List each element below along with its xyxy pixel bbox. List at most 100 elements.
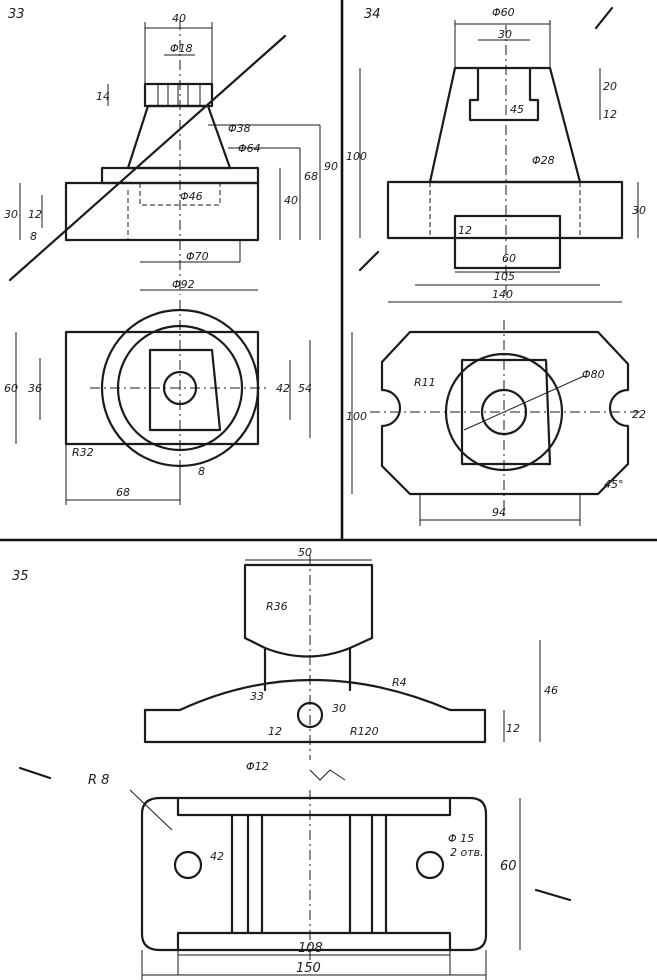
dim-14: 14 [96,90,110,103]
dim-40: 40 [172,12,186,25]
dim-35-150: 150 [296,961,321,976]
dim-34-100t: 100 [346,410,367,423]
inner-bore [139,183,221,206]
octagon-base [380,330,630,496]
dim-35-60: 60 [500,859,517,874]
dim-line-34-t [351,332,581,526]
section-line-33 [8,34,287,282]
dim-35-46: 46 [544,684,558,697]
top-dim-68 [65,444,181,505]
dim-34-45deg: 45° [604,478,624,491]
dim-34-105: 105 [494,270,515,283]
dim-35-r8: R 8 [88,773,109,788]
dim-34-phi60: Φ60 [492,6,515,19]
mark-35a [18,766,52,780]
dim-34-r11: R11 [414,376,436,389]
dim-34-phi80: Φ80 [582,368,605,381]
dim-60: 60 [4,382,18,395]
dim-line-40 [144,22,213,84]
upright-sides [263,646,352,692]
drawing-number-33: 33 [8,7,25,22]
dim-34-30v: 30 [632,204,646,217]
leader-r8 [129,789,173,831]
dim-top-68: 68 [116,486,130,499]
drawing-number-34: 34 [364,7,381,22]
dim-r32: R32 [72,446,94,459]
dim-line-34-top [454,20,551,68]
dim-68: 68 [304,170,318,183]
hub-slots [157,84,201,106]
dim-phi18: Φ18 [170,42,193,55]
dim-35-r36: R36 [266,600,288,613]
drawing-number-35: 35 [12,569,29,584]
dim-90: 90 [324,160,338,173]
upright-outline [243,563,374,640]
saddle-curve [243,636,374,658]
dim-line-left [19,183,43,240]
dim-35-33: 33 [250,690,264,703]
dim-line-35 [245,559,541,742]
dim-phi46: Φ46 [180,190,203,203]
dim-34-phi28: Φ28 [532,154,555,167]
dim-line-heights [279,125,321,240]
dim-30: 30 [4,208,18,221]
front-view-35 [18,555,541,781]
top-base [64,330,260,446]
mark-34b [358,250,380,272]
lower-cutout [453,214,562,270]
dim-35-r4: R4 [392,676,407,689]
plate-outline [140,796,488,952]
front-view-33 [8,20,321,295]
dim-34-12: 12 [458,224,472,237]
top-hub [143,82,214,108]
front-view-34 [358,6,639,303]
top-view-34 [351,320,645,526]
top-view-35 [129,789,572,980]
mark-34a [594,6,614,30]
dim-35-phi15: Φ 15 [448,832,474,845]
dim-line-35-t [141,798,521,980]
dim-8: 8 [30,230,37,243]
base-arch [143,679,487,744]
dim-34-140: 140 [492,288,513,301]
dim-line-34-b [388,271,622,303]
drawing-35: 35 50 R36 R4 33 30 R120 12 12 46 Φ12 [12,546,572,980]
hole-left [173,850,203,880]
dim-34-22: 22 [632,408,646,421]
dim-34-45: 45 [510,103,524,116]
dim-35-12r: 12 [506,722,520,735]
dim-35-108: 108 [298,941,323,956]
dim-34-94: 94 [492,506,506,519]
square-34 [460,358,552,466]
dim-35-holes: 2 отв. [450,846,484,859]
dim-35-50: 50 [298,546,312,559]
dim-34-12t: 12 [603,108,617,121]
dim-12: 12 [28,208,42,221]
dim-35-30: 30 [332,702,346,715]
tapered-body [428,66,582,184]
dim-54: 54 [298,382,312,395]
dim-phi70: Φ70 [186,250,209,263]
base-block [64,181,260,242]
dim-top-8: 8 [198,465,205,478]
dim-34-100: 100 [346,150,367,163]
dim-line-diameters [140,240,258,291]
drawing-34: 34 Φ60 30 45 20 12 Φ28 100 30 12 60 105 … [346,6,646,526]
dim-34-60: 60 [502,252,516,265]
base-34 [386,180,624,240]
top-dim-lines [15,332,311,444]
hidden-34 [429,182,581,238]
dim-34-30: 30 [498,28,512,41]
drawing-33: 33 40 Φ18 14 Φ38 Φ64 Φ46 Φ70 Φ92 [4,7,338,505]
dim-36: 36 [28,382,42,395]
hub-square [148,348,222,432]
mark-35b [534,888,572,902]
slot-34 [468,66,540,122]
dim-35-12: 12 [268,725,282,738]
conical-body [126,104,232,170]
dim-line-cones [208,124,320,149]
dim-phi64: Φ64 [238,142,261,155]
dim-35-r120: R120 [350,725,379,738]
